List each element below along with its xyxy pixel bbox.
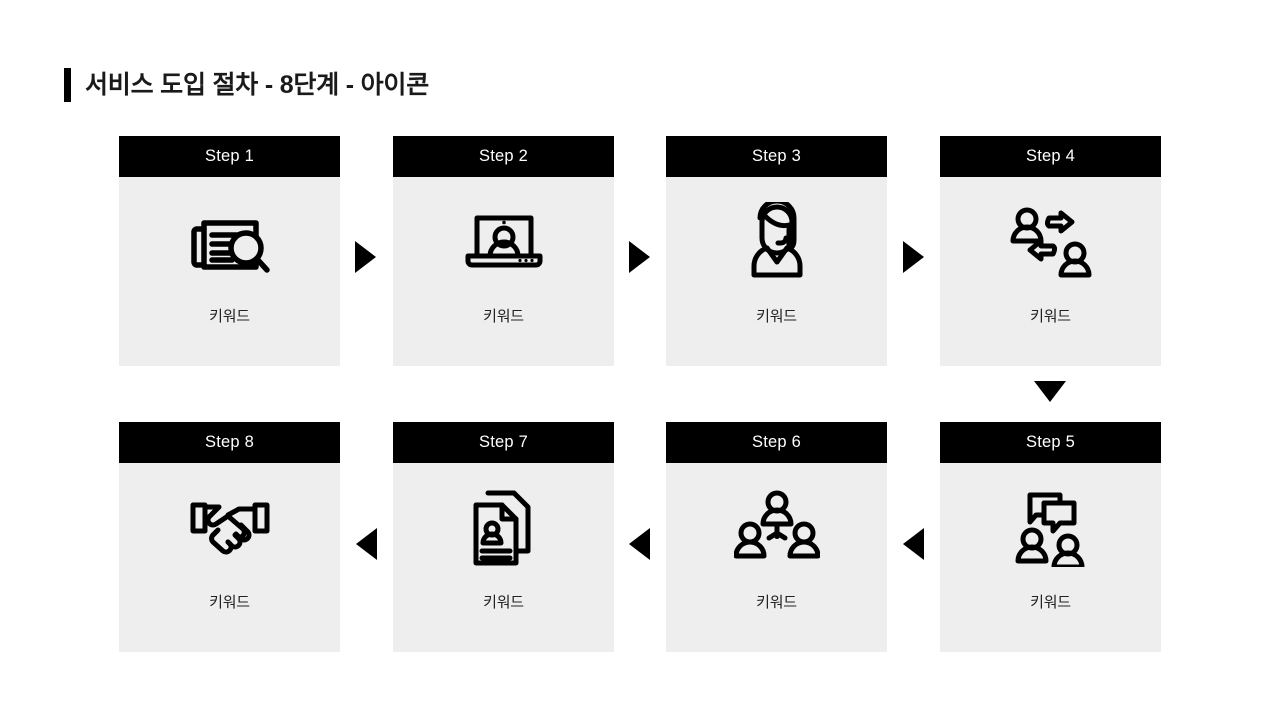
handshake-icon <box>187 473 273 583</box>
step-header-4: Step 4 <box>940 136 1161 177</box>
profile-documents-icon <box>468 473 540 583</box>
step-keyword-1: 키워드 <box>209 308 250 325</box>
step-header-6: Step 6 <box>666 422 887 463</box>
step-header-7: Step 7 <box>393 422 614 463</box>
title-accent-bar <box>64 68 71 102</box>
step-body-8: 키워드 <box>119 463 340 652</box>
arrow-step2-to-step3-icon <box>629 241 650 273</box>
people-exchange-icon <box>1006 187 1096 297</box>
arrow-step6-to-step7-icon <box>629 528 650 560</box>
step-keyword-4: 키워드 <box>1030 308 1071 325</box>
step-header-1: Step 1 <box>119 136 340 177</box>
step-keyword-8: 키워드 <box>209 594 250 611</box>
arrow-step3-to-step4-icon <box>903 241 924 273</box>
step-card-2[interactable]: Step 2 키워드 <box>393 136 614 366</box>
step-card-3[interactable]: Step 3 키워드 <box>666 136 887 366</box>
step-keyword-3: 키워드 <box>756 308 797 325</box>
step-card-7[interactable]: Step 7 키워드 <box>393 422 614 652</box>
step-card-6[interactable]: Step 6 키워드 <box>666 422 887 652</box>
step-body-6: 키워드 <box>666 463 887 652</box>
step-card-8[interactable]: Step 8 키워드 <box>119 422 340 652</box>
step-card-5[interactable]: Step 5 키워드 <box>940 422 1161 652</box>
step-body-1: 키워드 <box>119 177 340 366</box>
arrow-step1-to-step2-icon <box>355 241 376 273</box>
step-keyword-2: 키워드 <box>483 308 524 325</box>
arrow-step5-to-step6-icon <box>903 528 924 560</box>
team-network-icon <box>733 473 820 583</box>
step-keyword-7: 키워드 <box>483 594 524 611</box>
step-header-5: Step 5 <box>940 422 1161 463</box>
step-header-8: Step 8 <box>119 422 340 463</box>
arrow-step4-to-step5-icon <box>1034 381 1066 402</box>
step-body-4: 키워드 <box>940 177 1161 366</box>
step-body-7: 키워드 <box>393 463 614 652</box>
laptop-person-icon <box>460 187 548 297</box>
page-title-text: 서비스 도입 절차 - 8단계 - 아이콘 <box>85 70 430 99</box>
page-title: 서비스 도입 절차 - 8단계 - 아이콘 <box>64 68 429 102</box>
step-body-5: 키워드 <box>940 463 1161 652</box>
step-body-2: 키워드 <box>393 177 614 366</box>
step-card-1[interactable]: Step 1 키워드 <box>119 136 340 366</box>
step-body-3: 키워드 <box>666 177 887 366</box>
step-header-2: Step 2 <box>393 136 614 177</box>
arrow-step7-to-step8-icon <box>356 528 377 560</box>
people-chat-icon <box>1008 473 1094 583</box>
step-keyword-6: 키워드 <box>756 594 797 611</box>
headset-agent-icon <box>744 187 810 297</box>
step-header-3: Step 3 <box>666 136 887 177</box>
step-card-4[interactable]: Step 4 키워드 <box>940 136 1161 366</box>
document-search-icon <box>188 187 272 297</box>
step-keyword-5: 키워드 <box>1030 594 1071 611</box>
